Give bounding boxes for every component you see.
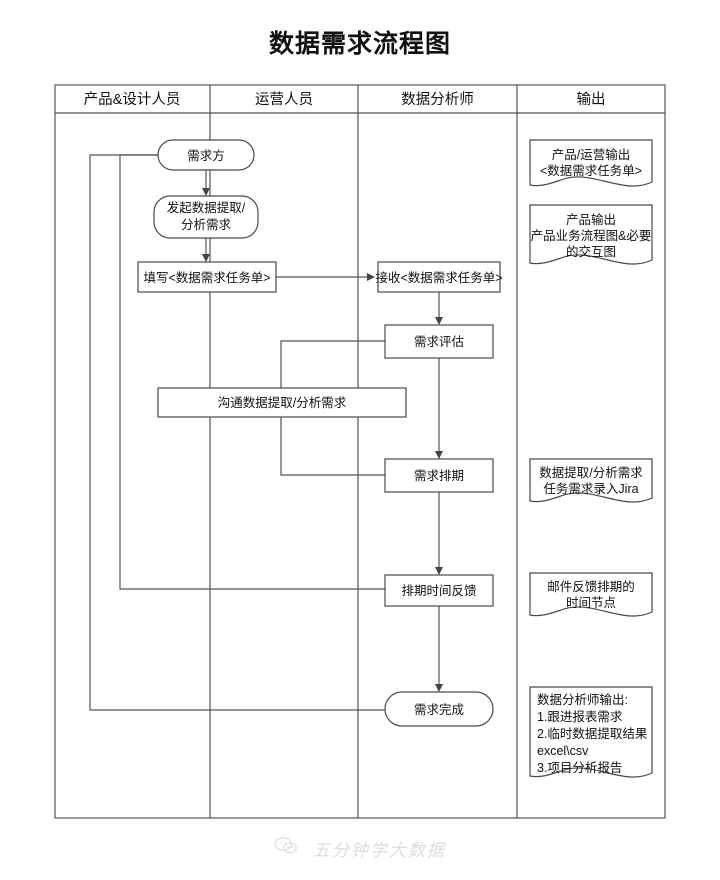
node-initiate-request-label-line2: 分析需求: [181, 218, 232, 232]
lane-header-product: 产品&设计人员: [84, 91, 181, 108]
node-output-task-form[interactable]: 产品/运营输出 <数据需求任务单>: [529, 139, 653, 187]
arrow-receive-to-evaluate: [435, 317, 443, 325]
swimlane-outer-border: [54, 84, 666, 819]
node-evaluate-shape: [384, 324, 494, 359]
node-receive-form-shape: [377, 261, 501, 293]
node-evaluate-label: 需求评估: [414, 335, 464, 349]
node-requester-shape: [157, 139, 255, 171]
node-communicate-shape: [157, 387, 407, 418]
node-schedule-label: 需求排期: [414, 469, 464, 483]
node-output-analyst-line3: 2.临时数据提取结果: [537, 726, 648, 741]
node-communicate-label: 沟通数据提取/分析需求: [218, 395, 347, 410]
node-schedule-feedback-shape: [384, 574, 494, 607]
node-output-task-form-line1: 产品/运营输出: [552, 147, 630, 162]
arrow-requester-to-initiate: [202, 188, 210, 196]
node-output-analyst-line4: excel\csv: [537, 744, 589, 758]
node-fill-form-shape: [137, 261, 277, 293]
node-output-analyst-line1: 数据分析师输出:: [537, 692, 628, 707]
node-output-product-line1: 产品输出: [566, 212, 616, 227]
node-schedule[interactable]: 需求排期: [384, 458, 494, 493]
node-output-task-form-shape: [529, 139, 653, 187]
node-output-analyst-line5: 3.项目分析报告: [537, 760, 622, 775]
node-output-analyst[interactable]: 数据分析师输出: 1.跟进报表需求 2.临时数据提取结果 excel\csv 3…: [529, 686, 653, 778]
node-evaluate[interactable]: 需求评估: [384, 324, 494, 359]
node-output-task-form-line2: <数据需求任务单>: [540, 163, 642, 178]
node-complete-shape: [384, 691, 494, 727]
connectors: [89, 154, 443, 711]
arrow-initiate-to-fill: [202, 254, 210, 262]
node-requester-label: 需求方: [187, 148, 225, 163]
wechat-icon: [274, 836, 298, 861]
arrow-evaluate-to-schedule: [435, 451, 443, 459]
connector-communicate-to-schedule: [280, 417, 385, 476]
node-requester[interactable]: 需求方: [157, 139, 255, 171]
node-schedule-feedback-label: 排期时间反馈: [401, 584, 476, 598]
node-output-product-line2: 产品业务流程图&必要: [531, 228, 652, 243]
node-output-mail-shape: [529, 572, 653, 617]
node-output-product-shape: [529, 204, 653, 265]
swimlane-headers: 产品&设计人员 运营人员 数据分析师 输出: [84, 91, 606, 108]
node-output-analyst-line2: 1.跟进报表需求: [537, 709, 623, 724]
node-communicate[interactable]: 沟通数据提取/分析需求: [157, 387, 407, 418]
node-schedule-feedback[interactable]: 排期时间反馈: [384, 574, 494, 607]
connector-evaluate-to-communicate: [280, 340, 385, 388]
node-fill-form-label: 填写<数据需求任务单>: [143, 270, 270, 285]
node-output-jira[interactable]: 数据提取/分析需求 任务需求录入Jira: [529, 458, 653, 503]
node-receive-form[interactable]: 接收<数据需求任务单>: [375, 261, 503, 293]
node-output-mail-line2: 时间节点: [566, 596, 616, 610]
node-output-mail[interactable]: 邮件反馈排期的 时间节点: [529, 572, 653, 617]
node-schedule-shape: [384, 458, 494, 493]
node-complete-label: 需求完成: [414, 702, 464, 717]
node-output-jira-line2: 任务需求录入Jira: [543, 481, 638, 496]
node-initiate-request-shape: [153, 195, 259, 239]
node-output-product[interactable]: 产品输出 产品业务流程图&必要 的交互图: [529, 204, 653, 265]
arrow-feedback-to-complete: [435, 684, 443, 692]
node-initiate-request-label-line1: 发起数据提取/: [167, 200, 246, 215]
node-fill-form[interactable]: 填写<数据需求任务单>: [137, 261, 277, 293]
watermark: 五分钟学大数据: [0, 836, 720, 861]
watermark-text: 五分钟学大数据: [312, 841, 446, 860]
node-initiate-request[interactable]: 发起数据提取/ 分析需求: [153, 195, 259, 239]
node-output-product-line3: 的交互图: [566, 244, 616, 259]
node-receive-form-label: 接收<数据需求任务单>: [375, 270, 502, 285]
arrow-schedule-to-feedback: [435, 567, 443, 575]
node-output-jira-shape: [529, 458, 653, 503]
lane-header-output: 输出: [577, 91, 606, 108]
arrow-fill-to-receive: [367, 273, 375, 281]
node-output-analyst-shape: [529, 686, 653, 778]
page-title: 数据需求流程图: [268, 30, 451, 58]
node-complete[interactable]: 需求完成: [384, 691, 494, 727]
connector-complete-loop-outer: [89, 154, 389, 711]
lane-header-analyst: 数据分析师: [401, 91, 474, 108]
node-output-mail-line1: 邮件反馈排期的: [547, 579, 635, 594]
lane-header-operations: 运营人员: [255, 91, 313, 108]
node-output-jira-line1: 数据提取/分析需求: [539, 465, 643, 480]
